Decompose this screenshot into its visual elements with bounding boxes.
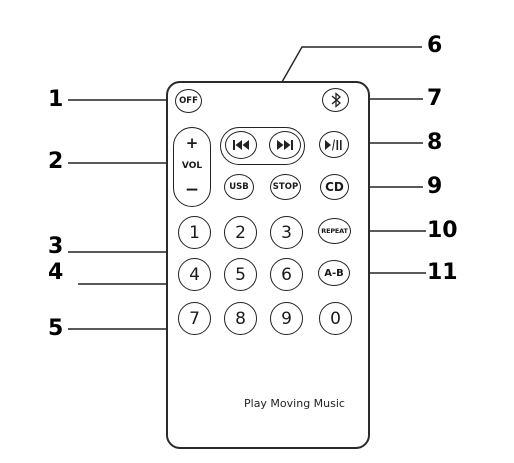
off-button[interactable]: OFF	[175, 89, 202, 113]
repeat-button[interactable]: REPEAT	[318, 218, 351, 244]
next-icon	[277, 140, 293, 150]
number-6-button[interactable]: 6	[270, 258, 303, 291]
cd-label: CD	[325, 180, 344, 194]
volume-control[interactable]: + VOL −	[173, 127, 211, 207]
previous-icon	[233, 140, 249, 150]
usb-button[interactable]: USB	[224, 174, 254, 200]
number-8-label: 8	[235, 308, 246, 329]
number-6-label: 6	[281, 264, 292, 285]
repeat-label: REPEAT	[321, 227, 348, 235]
callout-9: 9	[427, 174, 443, 199]
number-3-button[interactable]: 3	[270, 216, 303, 249]
number-9-button[interactable]: 9	[270, 302, 303, 335]
number-0-label: 0	[330, 308, 341, 329]
ab-label: A-B	[324, 267, 344, 279]
off-label: OFF	[179, 96, 198, 106]
stop-label: STOP	[272, 182, 299, 192]
callout-6: 6	[427, 33, 443, 58]
number-5-button[interactable]: 5	[224, 258, 257, 291]
brand-text: Play Moving Music	[244, 397, 345, 410]
callout-5: 5	[48, 316, 64, 341]
callout-3: 3	[48, 234, 64, 259]
callout-2: 2	[48, 149, 64, 174]
usb-label: USB	[229, 182, 249, 192]
number-4-button[interactable]: 4	[178, 258, 211, 291]
number-1-button[interactable]: 1	[178, 216, 211, 249]
callout-7: 7	[427, 86, 443, 111]
play-pause-button[interactable]	[319, 131, 349, 158]
callout-1: 1	[48, 87, 64, 112]
stop-button[interactable]: STOP	[270, 174, 301, 200]
callout-11: 11	[427, 260, 458, 285]
volume-up[interactable]: +	[185, 134, 199, 152]
prev-next-group	[220, 127, 305, 165]
bluetooth-icon	[331, 92, 341, 108]
number-5-label: 5	[235, 264, 246, 285]
play-pause-icon	[325, 138, 342, 151]
callout-4: 4	[48, 260, 64, 285]
next-button[interactable]	[269, 131, 301, 159]
number-0-button[interactable]: 0	[319, 302, 352, 335]
number-9-label: 9	[281, 308, 292, 329]
ab-button[interactable]: A-B	[318, 260, 350, 286]
number-7-button[interactable]: 7	[178, 302, 211, 335]
number-4-label: 4	[189, 264, 200, 285]
number-2-label: 2	[235, 222, 246, 243]
callout-10: 10	[427, 218, 458, 243]
number-3-label: 3	[281, 222, 292, 243]
previous-button[interactable]	[225, 131, 257, 159]
number-7-label: 7	[189, 308, 200, 329]
volume-down[interactable]: −	[184, 180, 200, 200]
callout-8: 8	[427, 130, 443, 155]
volume-label: VOL	[181, 161, 203, 171]
bluetooth-button[interactable]	[322, 88, 349, 112]
number-2-button[interactable]: 2	[224, 216, 257, 249]
number-8-button[interactable]: 8	[224, 302, 257, 335]
number-1-label: 1	[189, 222, 200, 243]
cd-button[interactable]: CD	[320, 174, 349, 200]
